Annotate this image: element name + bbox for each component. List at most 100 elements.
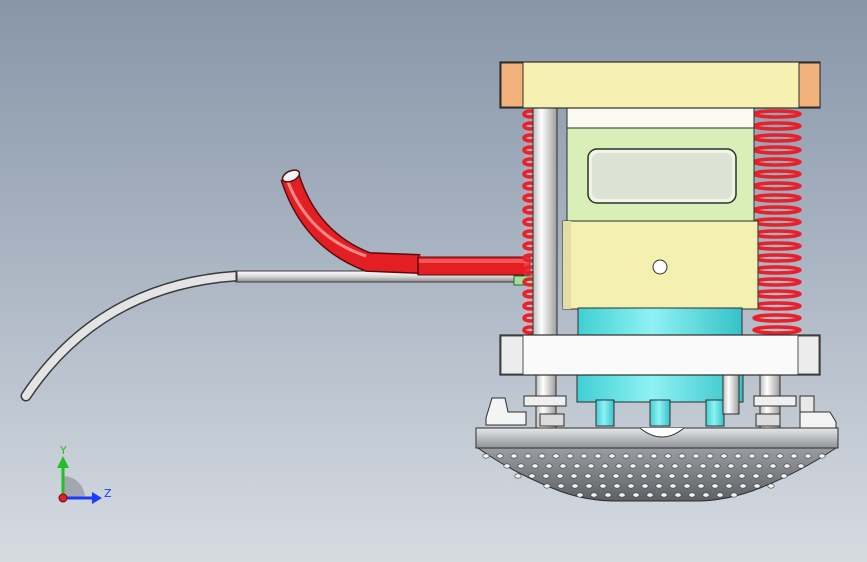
guide-block[interactable] bbox=[566, 127, 755, 222]
spring-coil bbox=[752, 301, 802, 311]
spring-coil bbox=[752, 157, 802, 167]
sieve-hole bbox=[627, 483, 635, 489]
sieve-hole bbox=[657, 463, 665, 469]
sieve-hole bbox=[668, 473, 676, 479]
sieve-hole bbox=[570, 473, 578, 479]
sieve-hole bbox=[688, 492, 696, 498]
sieve-hole bbox=[739, 483, 747, 489]
sieve-hole bbox=[671, 463, 679, 469]
sieve-hole bbox=[503, 463, 511, 469]
sieve-hole bbox=[752, 473, 760, 479]
sieve-hole bbox=[594, 453, 602, 459]
sieve-hole bbox=[580, 453, 588, 459]
sieve-hole bbox=[804, 453, 812, 459]
sieve-hole bbox=[552, 453, 560, 459]
sieve-head[interactable] bbox=[475, 427, 839, 502]
spring-coil bbox=[752, 217, 802, 227]
left-guide-rod[interactable] bbox=[532, 107, 558, 337]
sieve-hole bbox=[524, 453, 532, 459]
spring-coil bbox=[752, 241, 802, 251]
spring-coil bbox=[752, 181, 802, 191]
sieve-hole bbox=[678, 453, 686, 459]
sieve-hole bbox=[664, 453, 672, 459]
y-axis-label: Y bbox=[59, 444, 67, 457]
sieve-holes bbox=[482, 453, 826, 498]
spring-coil bbox=[752, 265, 802, 275]
sieve-hole bbox=[727, 463, 735, 469]
orientation-triad[interactable]: Y Z bbox=[57, 444, 112, 504]
sieve-hole bbox=[724, 473, 732, 479]
red-hose[interactable] bbox=[280, 168, 531, 276]
sieve-hole bbox=[762, 453, 770, 459]
sieve-hole bbox=[542, 473, 550, 479]
sieve-hole bbox=[545, 463, 553, 469]
spring-coil bbox=[752, 325, 802, 335]
triad-plane-icon bbox=[63, 476, 85, 498]
sieve-hole bbox=[650, 453, 658, 459]
sieve-hole bbox=[538, 453, 546, 459]
spring-coil bbox=[752, 193, 802, 203]
sieve-hole bbox=[738, 473, 746, 479]
sieve-hole bbox=[766, 473, 774, 479]
sieve-hole bbox=[482, 453, 490, 459]
mount-hole bbox=[652, 259, 668, 275]
sieve-hole bbox=[783, 463, 791, 469]
sieve-hole bbox=[818, 453, 826, 459]
lower-assembly[interactable] bbox=[485, 373, 837, 429]
sieve-hole bbox=[496, 453, 504, 459]
sieve-hole bbox=[613, 483, 621, 489]
sieve-hole bbox=[618, 492, 626, 498]
right-spring[interactable] bbox=[752, 109, 802, 335]
sieve-hole bbox=[598, 473, 606, 479]
sieve-hole bbox=[797, 463, 805, 469]
left-end-cap bbox=[500, 62, 524, 108]
spring-coil bbox=[752, 169, 802, 179]
grey-tube[interactable] bbox=[20, 270, 519, 402]
sieve-hole bbox=[612, 473, 620, 479]
top-plate[interactable] bbox=[499, 61, 821, 109]
spring-coil bbox=[752, 145, 802, 155]
sieve-hole bbox=[776, 453, 784, 459]
sieve-hole bbox=[587, 463, 595, 469]
sieve-hole bbox=[559, 463, 567, 469]
sieve-hole bbox=[706, 453, 714, 459]
sieve-hole bbox=[741, 463, 749, 469]
sieve-hole bbox=[573, 463, 581, 469]
z-axis-label: Z bbox=[104, 487, 112, 500]
upper-bar[interactable] bbox=[566, 107, 755, 129]
sieve-hole bbox=[604, 492, 612, 498]
sieve-hole bbox=[720, 453, 728, 459]
sieve-hole bbox=[510, 453, 518, 459]
cyan-cylinder-upper[interactable] bbox=[577, 307, 743, 337]
spring-coil bbox=[752, 289, 802, 299]
sieve-hole bbox=[702, 492, 710, 498]
sieve-hole bbox=[655, 483, 663, 489]
base-plate[interactable] bbox=[499, 334, 821, 376]
spring-coil bbox=[752, 205, 802, 215]
sieve-hole bbox=[640, 473, 648, 479]
sieve-hole bbox=[692, 453, 700, 459]
spring-coil bbox=[752, 229, 802, 239]
spring-coil bbox=[752, 109, 802, 119]
sieve-hole bbox=[566, 453, 574, 459]
sieve-hole bbox=[769, 463, 777, 469]
sieve-hole bbox=[755, 463, 763, 469]
sieve-hole bbox=[753, 483, 761, 489]
sieve-hole bbox=[629, 463, 637, 469]
sieve-hole bbox=[734, 453, 742, 459]
sieve-hole bbox=[713, 463, 721, 469]
sieve-hole bbox=[556, 473, 564, 479]
sieve-hole bbox=[571, 483, 579, 489]
body-block[interactable] bbox=[562, 220, 759, 310]
sieve-hole bbox=[601, 463, 609, 469]
sieve-hole bbox=[517, 463, 525, 469]
sieve-hole bbox=[646, 492, 654, 498]
sieve-hole bbox=[697, 483, 705, 489]
spring-coil bbox=[752, 133, 802, 143]
spring-coil bbox=[752, 313, 802, 323]
sieve-hole bbox=[685, 463, 693, 469]
sieve-hole bbox=[683, 483, 691, 489]
sieve-hole bbox=[682, 473, 690, 479]
